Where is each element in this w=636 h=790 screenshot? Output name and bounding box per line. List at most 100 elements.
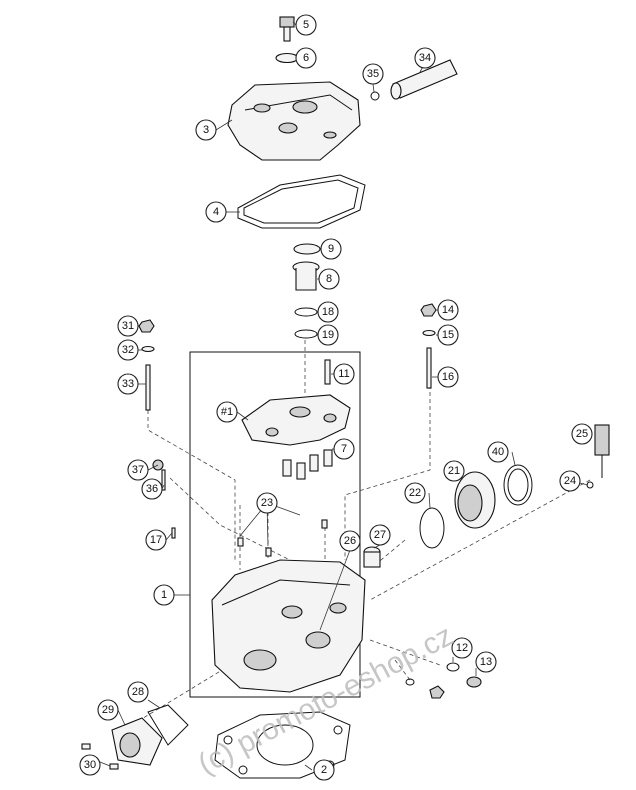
- fitting-part-27: [363, 546, 381, 568]
- callout-16: 16: [437, 366, 459, 388]
- head-gasket-part-2: [214, 711, 351, 779]
- callout-9: 9: [320, 238, 342, 260]
- nut-part-31: [138, 319, 155, 333]
- callout-28: 28: [127, 681, 149, 703]
- callout-label-3: 3: [203, 124, 209, 136]
- hose-clip-part-35: [370, 91, 380, 101]
- bolt-part-37: [152, 459, 166, 491]
- callout-label-9: 9: [328, 243, 334, 255]
- callout-21: 21: [443, 460, 465, 482]
- callout-label-26: 26: [344, 535, 356, 547]
- exhaust-flange-part-29: [111, 717, 163, 766]
- o-ring-small: [405, 678, 415, 686]
- washer-part-32: [141, 345, 155, 353]
- callout-label-25: 25: [576, 428, 588, 440]
- callout-25: 25: [571, 423, 593, 445]
- callout-2: 2: [313, 759, 335, 781]
- camshaft-carrier-part-1: [241, 394, 351, 446]
- callout-label-33: 33: [122, 378, 134, 390]
- callout-22: 22: [404, 482, 426, 504]
- callout-label-32: 32: [122, 344, 134, 356]
- callout-1: 1: [153, 584, 175, 606]
- callout-26: 26: [339, 530, 361, 552]
- hose-clamp-part-40: [503, 464, 533, 506]
- callout-40: 40: [487, 441, 509, 463]
- cylinder-head-part-1: [211, 559, 366, 693]
- callout-8: 8: [318, 268, 340, 290]
- hose-clamp-part-22: [419, 507, 445, 549]
- o-ring-part-12: [446, 662, 460, 672]
- callout-label-11: 11: [338, 368, 349, 380]
- callout-24: 24: [559, 470, 581, 492]
- intake-flange-part-21: [454, 471, 496, 529]
- valve-cover-part-3: [227, 81, 361, 161]
- callout-label-7: 7: [341, 443, 347, 455]
- callout-label-36: 36: [146, 483, 158, 495]
- callout-label-19: 19: [322, 329, 334, 341]
- temperature-sensor-part-25: [594, 424, 610, 478]
- callout-label-6: 6: [303, 52, 309, 64]
- stud-part-16: [426, 347, 432, 389]
- callout-hash-1: #1: [216, 401, 238, 423]
- sleeve-part-8: [292, 261, 320, 291]
- callout-label-hash-1: #1: [221, 406, 233, 418]
- screw-plug: [429, 685, 445, 699]
- bolts-part-23: [237, 519, 328, 557]
- callout-36: 36: [141, 478, 163, 500]
- callout-label-24: 24: [564, 475, 576, 487]
- plug-part-17: [171, 527, 176, 539]
- stud-part-33: [145, 364, 151, 411]
- assembly-frame: [189, 351, 361, 698]
- callout-label-16: 16: [442, 371, 454, 383]
- callout-label-35: 35: [367, 68, 379, 80]
- callout-29: 29: [97, 699, 119, 721]
- callout-27: 27: [369, 524, 391, 546]
- callout-label-27: 27: [374, 529, 386, 541]
- callout-3: 3: [195, 119, 217, 141]
- callout-label-8: 8: [326, 273, 332, 285]
- callout-14: 14: [437, 299, 459, 321]
- callout-13: 13: [475, 651, 497, 673]
- valve-tappets-part-7: [282, 449, 333, 480]
- callout-label-1: 1: [161, 589, 167, 601]
- callout-15: 15: [437, 324, 459, 346]
- callout-6: 6: [295, 47, 317, 69]
- plug-screw-part-13: [466, 676, 482, 688]
- o-ring-part-19: [294, 329, 318, 339]
- callout-label-22: 22: [409, 487, 421, 499]
- callout-label-4: 4: [213, 206, 219, 218]
- callout-32: 32: [117, 339, 139, 361]
- callout-label-5: 5: [303, 19, 309, 31]
- callout-37: 37: [127, 459, 149, 481]
- callout-34: 34: [414, 47, 436, 69]
- oil-seal-part-9: [293, 243, 321, 255]
- callout-label-34: 34: [419, 52, 431, 64]
- callout-label-31: 31: [122, 320, 134, 332]
- callout-label-37: 37: [132, 464, 144, 476]
- exhaust-gasket-part-28: [147, 704, 189, 746]
- callout-label-29: 29: [102, 704, 114, 716]
- callout-17: 17: [145, 529, 167, 551]
- callout-label-23: 23: [261, 497, 273, 509]
- callout-label-2: 2: [321, 764, 327, 776]
- callout-23: 23: [256, 492, 278, 514]
- callout-7: 7: [333, 438, 355, 460]
- callout-label-13: 13: [480, 656, 492, 668]
- callout-33: 33: [117, 373, 139, 395]
- bolt-part-5: [279, 16, 295, 42]
- callout-31: 31: [117, 315, 139, 337]
- callout-4: 4: [205, 201, 227, 223]
- bolt-part-30a: [81, 743, 91, 750]
- callout-label-21: 21: [448, 465, 460, 477]
- callout-label-17: 17: [150, 534, 162, 546]
- callout-label-28: 28: [132, 686, 144, 698]
- nut-part-14: [420, 303, 437, 317]
- bolt-part-30b: [109, 763, 119, 770]
- callout-30: 30: [79, 754, 101, 776]
- o-ring-part-18: [294, 307, 318, 317]
- callout-label-18: 18: [322, 306, 334, 318]
- breather-hose-part-34: [390, 59, 458, 100]
- washer-part-15: [422, 329, 436, 337]
